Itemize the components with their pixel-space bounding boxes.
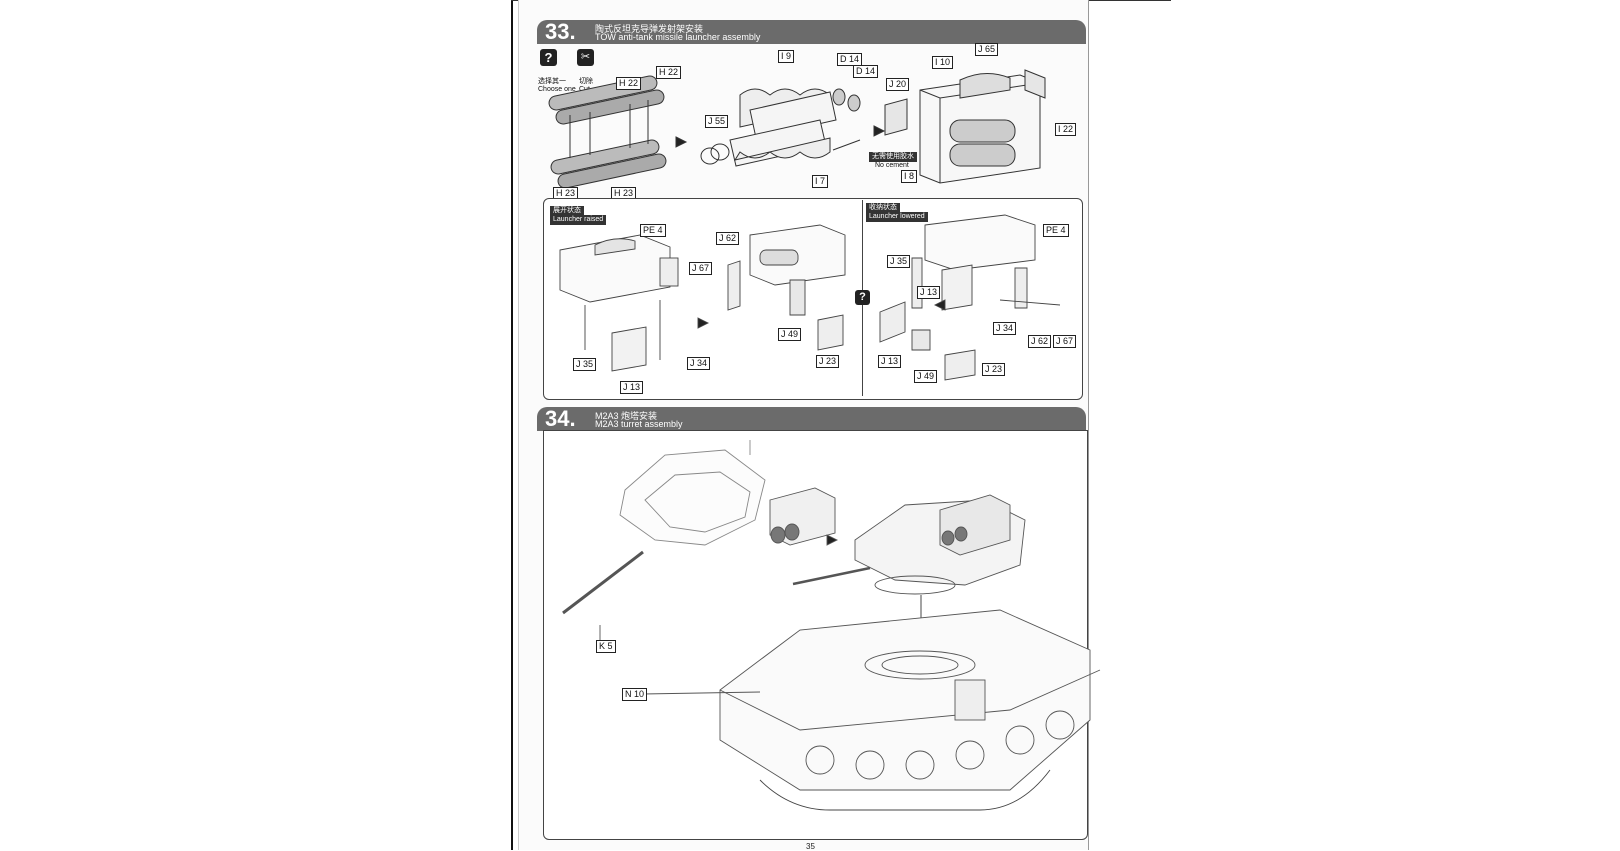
part-label-pe4: PE 4 xyxy=(1043,224,1069,237)
no-cement-en-tag: No cement xyxy=(875,162,909,169)
part-label-j34: J 34 xyxy=(687,357,711,370)
part-label-j34: J 34 xyxy=(993,322,1017,335)
arrow-right-icon xyxy=(675,136,688,148)
step-34-title-en: M2A3 turret assembly xyxy=(595,419,683,429)
part-label-j23: J 23 xyxy=(816,355,840,368)
part-label-n10: N 10 xyxy=(622,688,648,701)
page-fold-line xyxy=(1088,0,1089,850)
step-33-title-cn: 陶式反坦克导弹发射架安装 xyxy=(595,24,704,34)
launcher-box-illustration xyxy=(884,69,1046,184)
step-34-title-cn: M2A3 炮塔安装 xyxy=(595,411,658,421)
page-number: 35 xyxy=(806,842,815,851)
hull-illustration xyxy=(719,609,1101,811)
part-label-j49: J 49 xyxy=(914,370,938,383)
legend-cut-cn: 切除 xyxy=(579,78,593,85)
part-label-h22: H 22 xyxy=(656,66,682,79)
part-label-j13: J 13 xyxy=(878,355,902,368)
part-label-j55: J 55 xyxy=(705,115,729,128)
part-label-i8: I 8 xyxy=(901,170,918,183)
launcher-raised-cn-tag: 展开状态 xyxy=(550,206,584,216)
part-label-j67: J 67 xyxy=(689,262,713,275)
arrow-right-icon xyxy=(697,317,710,329)
cut-icon: ✂ xyxy=(577,49,594,66)
h22-tube-illustration xyxy=(548,75,667,189)
launcher-lowered-cn-tag: 收纳状态 xyxy=(866,203,900,213)
part-label-pe4: PE 4 xyxy=(640,224,666,237)
arrow-right-icon xyxy=(873,125,886,137)
part-label-j13: J 13 xyxy=(917,286,941,299)
part-label-j62: J 62 xyxy=(1028,335,1052,348)
i9-i7-launcher-shells xyxy=(700,88,861,167)
arrow-right-icon xyxy=(826,534,839,546)
part-label-j23: J 23 xyxy=(982,363,1006,376)
part-label-j20: J 20 xyxy=(886,78,910,91)
part-label-d14: D 14 xyxy=(853,65,879,78)
scan-edge-left xyxy=(511,0,513,850)
part-label-j62: J 62 xyxy=(716,232,740,245)
launcher-lowered-en-tag: Launcher lowered xyxy=(866,212,928,222)
step-34-header: 34. M2A3 炮塔安装 M2A3 turret assembly xyxy=(537,406,1086,431)
legend-choose-en: Choose one xyxy=(538,86,576,93)
gun-barrel-illustration xyxy=(562,550,644,615)
no-cement-cn-tag: 无需使用胶水 xyxy=(869,152,917,162)
part-label-j35: J 35 xyxy=(887,255,911,268)
part-label-d14: D 14 xyxy=(837,53,863,66)
choose-one-icon: ? xyxy=(540,49,557,66)
part-label-i22: I 22 xyxy=(1055,123,1077,136)
arrow-right-icon xyxy=(933,299,946,311)
step-33-number: 33. xyxy=(545,19,576,44)
part-label-j13: J 13 xyxy=(620,381,644,394)
part-label-j65: J 65 xyxy=(975,43,999,56)
part-label-i7: I 7 xyxy=(812,175,829,188)
turret-assembled-illustration xyxy=(792,494,1026,595)
part-label-k5: K 5 xyxy=(596,640,616,653)
part-label-i10: I 10 xyxy=(932,56,954,69)
step-34-number: 34. xyxy=(545,406,576,431)
part-label-h22: H 22 xyxy=(616,77,642,90)
choose-one-icon: ? xyxy=(855,290,870,305)
legend-choose-cn: 选择其一 xyxy=(538,78,566,85)
part-label-j67: J 67 xyxy=(1053,335,1077,348)
part-label-j49: J 49 xyxy=(778,328,802,341)
launcher-raised-en-tag: Launcher raised xyxy=(550,215,607,225)
part-label-j35: J 35 xyxy=(573,358,597,371)
step-33-header: 33. 陶式反坦克导弹发射架安装 TOW anti-tank missile l… xyxy=(537,19,1086,44)
turret-exploded-illustration xyxy=(619,440,766,546)
step-33-title-en: TOW anti-tank missile launcher assembly xyxy=(595,32,761,42)
part-label-i9: I 9 xyxy=(778,50,795,63)
